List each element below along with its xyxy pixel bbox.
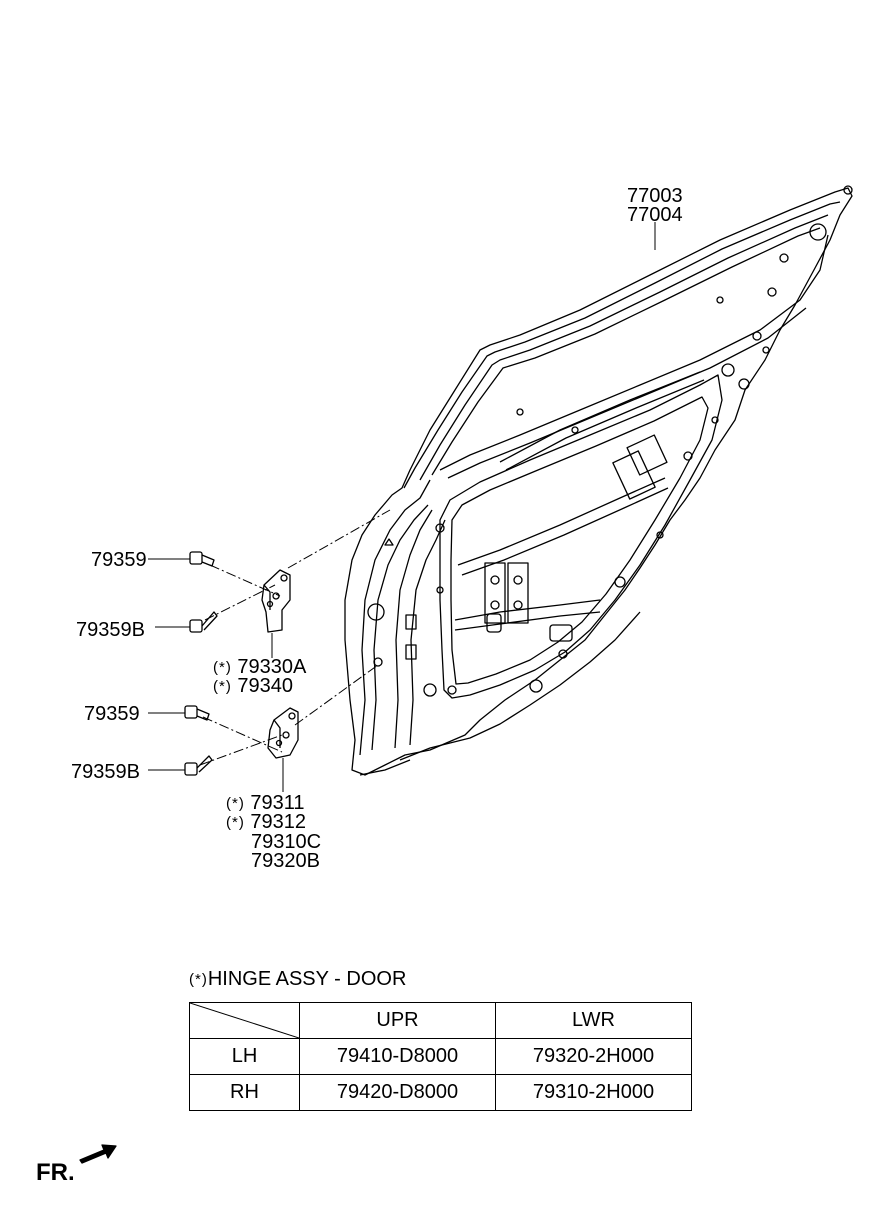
callout-upper-hinge-1: (*) 79330A (213, 657, 306, 679)
callout-upper-bolt-b: 79359B (76, 619, 145, 641)
door-panel (344, 185, 853, 776)
part-number: 79312 (250, 811, 307, 833)
bolt-icon (189, 551, 215, 567)
row-upr-part: 79410-D8000 (299, 1038, 496, 1075)
leader-lines (148, 222, 656, 792)
star-marker: (*) (213, 659, 232, 676)
star-marker: (*) (189, 971, 208, 988)
star-marker: (*) (226, 814, 245, 831)
row-lwr-part: 79320-2H000 (495, 1038, 692, 1075)
callout-lower-hinge-2: (*) 79312 (226, 812, 306, 834)
table-header-row: UPR LWR (189, 1002, 692, 1039)
row-side: LH (189, 1038, 300, 1075)
callout-lower-bolt: 79359 (84, 703, 140, 725)
star-marker: (*) (226, 795, 245, 812)
hinge-table-title-text: HINGE ASSY - DOOR (207, 968, 407, 990)
table-row: RH 79420-D8000 79310-2H000 (189, 1074, 692, 1111)
star-marker: (*) (213, 678, 232, 695)
table-row: LH 79410-D8000 79320-2H000 (189, 1038, 692, 1075)
callout-lower-bolt-b: 79359B (71, 761, 140, 783)
upper-hinge (261, 569, 291, 633)
callout-lower-hinge-1: (*) 79311 (226, 793, 305, 815)
callout-door-panel-1: 77003 (627, 185, 683, 207)
part-number: 79311 (250, 792, 305, 814)
lower-hinge (267, 707, 299, 759)
table-corner-cell (189, 1002, 300, 1039)
header-upr: UPR (299, 1002, 496, 1039)
callout-upper-bolt: 79359 (91, 549, 147, 571)
callout-lower-hinge-4: 79320B (251, 850, 320, 872)
callout-upper-hinge-2: (*) 79340 (213, 676, 293, 698)
row-side: RH (189, 1074, 300, 1111)
alignment-lines (199, 509, 391, 766)
part-number: 79330A (237, 656, 307, 678)
front-direction-label: FR. (36, 1159, 75, 1186)
callout-door-panel-2: 77004 (627, 204, 683, 226)
front-arrow-icon (79, 1144, 117, 1164)
header-lwr: LWR (495, 1002, 692, 1039)
bolt-icon (189, 611, 218, 633)
bolt-icon (184, 755, 213, 776)
diagonal-divider (190, 1003, 299, 1038)
bolt-icon (184, 705, 210, 721)
row-upr-part: 79420-D8000 (299, 1074, 496, 1111)
hinge-table-title: (*)HINGE ASSY - DOOR (189, 968, 406, 992)
hinge-assy-table: UPR LWR LH 79410-D8000 79320-2H000 RH 79… (189, 1002, 692, 1111)
row-lwr-part: 79310-2H000 (495, 1074, 692, 1111)
callout-lower-hinge-3: 79310C (251, 831, 322, 853)
part-number: 79340 (237, 675, 294, 697)
